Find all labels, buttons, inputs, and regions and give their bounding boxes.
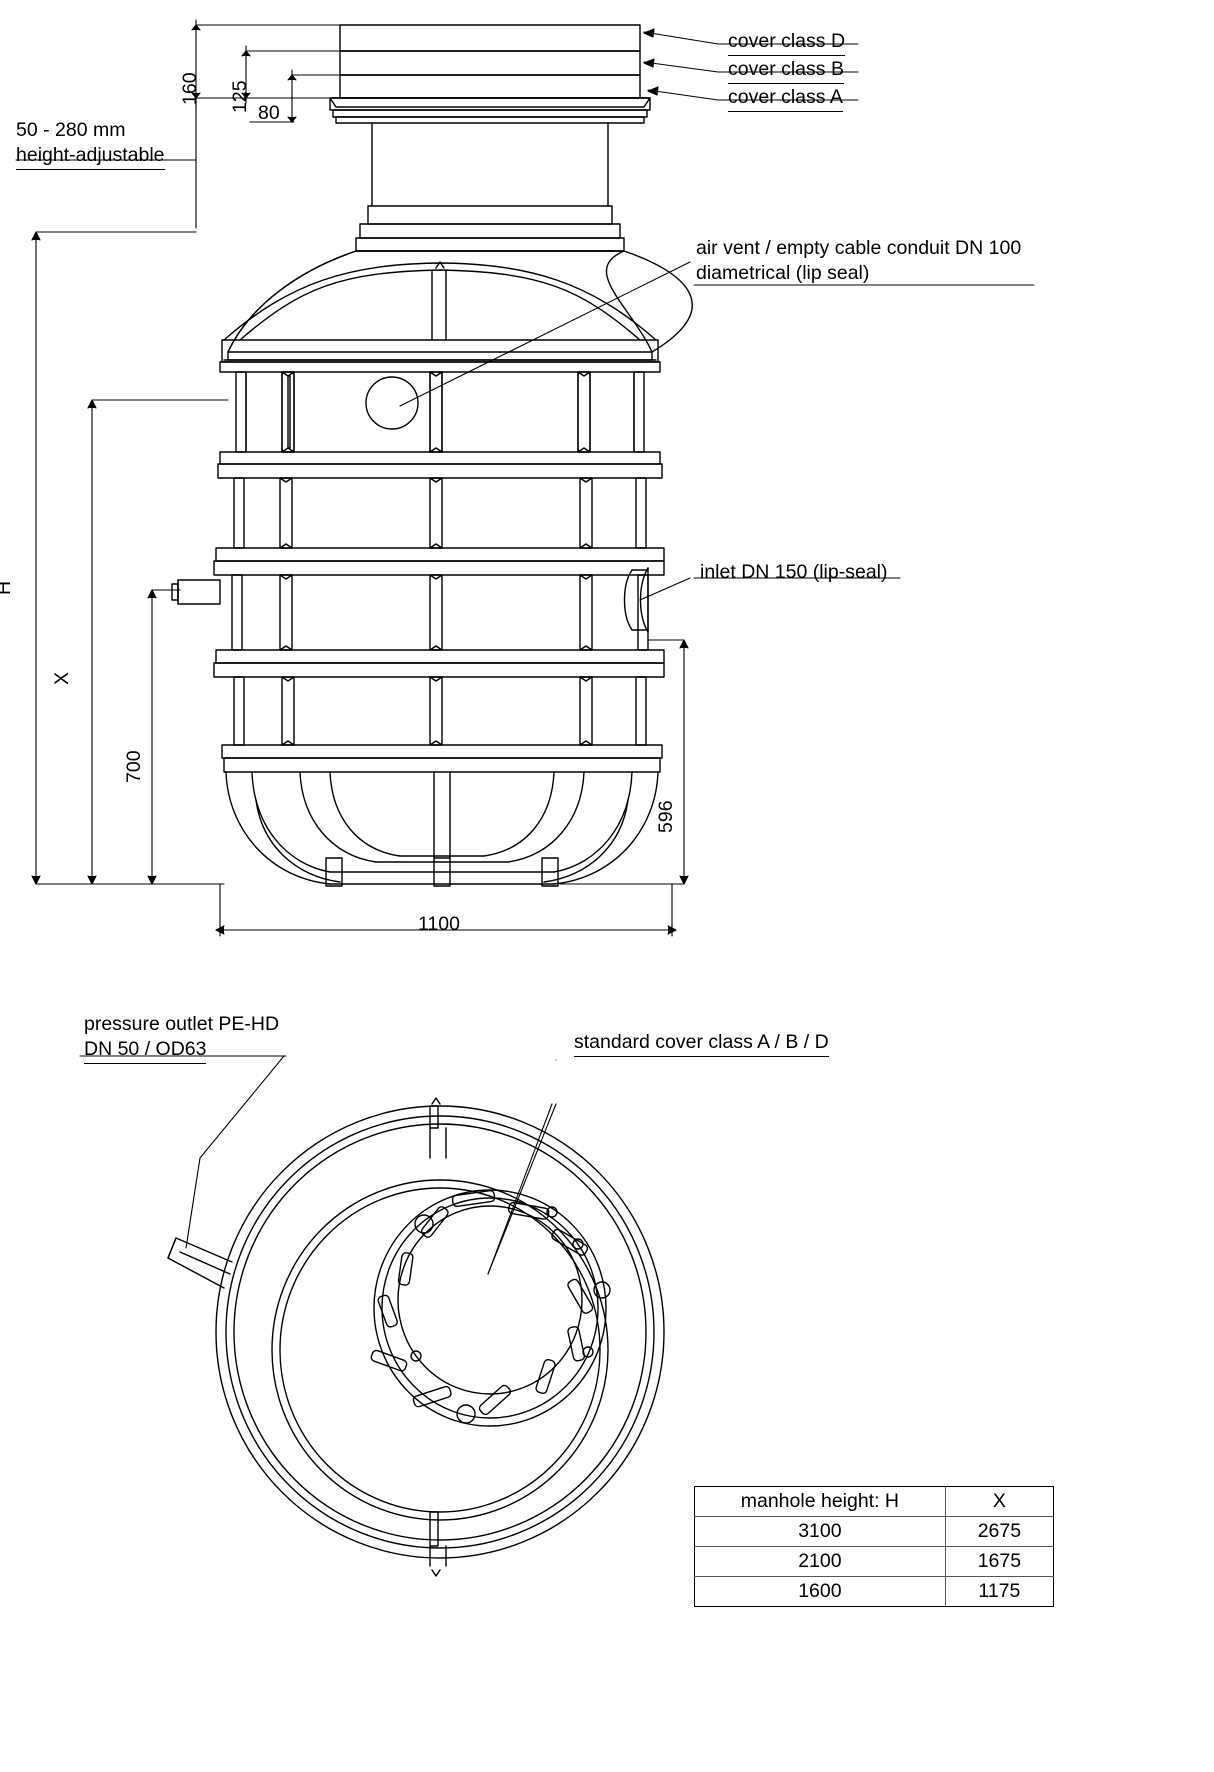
header-manhole-height: manhole height: H bbox=[694, 1486, 946, 1517]
callout-air-vent-line2: diametrical (lip seal) bbox=[696, 262, 870, 284]
callout-standard-cover: standard cover class A / B / D bbox=[574, 1030, 829, 1057]
pressure-outlet-nozzle-geometry bbox=[171, 579, 221, 605]
table-row: 3100 2675 bbox=[694, 1516, 1055, 1547]
riser-shaft-geometry bbox=[355, 122, 625, 252]
callout-air-vent-line1: air vent / empty cable conduit DN 100 bbox=[696, 237, 1022, 259]
table-header-row: manhole height: H X bbox=[694, 1486, 1055, 1517]
dimension-160: 160 bbox=[179, 72, 201, 105]
table-row: 1600 1175 bbox=[694, 1576, 1055, 1607]
header-x: X bbox=[944, 1486, 1055, 1517]
cell-x-0: 2675 bbox=[944, 1516, 1055, 1547]
centre-rib-geometry bbox=[431, 261, 447, 341]
cell-x-2: 1175 bbox=[944, 1576, 1055, 1607]
dimension-1100: 1100 bbox=[418, 913, 460, 935]
dimension-X: X bbox=[51, 671, 73, 685]
cell-h-1: 2100 bbox=[694, 1546, 946, 1577]
dimension-80: 80 bbox=[258, 102, 280, 124]
callout-leaders-elevation bbox=[399, 28, 1035, 601]
callout-pressure-outlet-line2: DN 50 / OD63 bbox=[84, 1037, 207, 1064]
table-row: 2100 1675 bbox=[694, 1546, 1055, 1577]
note-height-adjustable-line2: height-adjustable bbox=[16, 143, 165, 170]
dimension-125: 125 bbox=[229, 80, 251, 113]
callout-pressure-outlet-line1: pressure outlet PE-HD bbox=[84, 1013, 280, 1035]
cell-h-2: 1600 bbox=[694, 1576, 946, 1607]
spec-table: manhole height: H X 3100 2675 2100 1675 … bbox=[694, 1486, 1055, 1607]
sump-base-geometry bbox=[225, 771, 659, 887]
callout-cover-class-a: cover class A bbox=[728, 85, 843, 112]
cell-x-1: 1675 bbox=[944, 1546, 1055, 1577]
dimension-lines-elevation bbox=[15, 19, 689, 937]
tank-panel-frames bbox=[231, 371, 649, 746]
dimension-700: 700 bbox=[123, 750, 145, 783]
callout-inlet: inlet DN 150 (lip-seal) bbox=[700, 561, 888, 583]
air-vent-opening bbox=[365, 376, 419, 430]
cover-stack-geometry bbox=[329, 24, 651, 124]
note-height-adjustable-line1: 50 - 280 mm bbox=[16, 119, 126, 141]
plan-view-geometry bbox=[167, 1097, 665, 1577]
callout-cover-class-b: cover class B bbox=[728, 57, 844, 84]
inlet-nozzle-geometry bbox=[623, 567, 649, 633]
tank-dome-geometry bbox=[223, 250, 693, 361]
cover-tread-slots bbox=[370, 1189, 611, 1424]
cell-h-0: 3100 bbox=[694, 1516, 946, 1547]
callout-cover-class-d: cover class D bbox=[728, 29, 846, 56]
dimension-596: 596 bbox=[655, 800, 677, 833]
dimension-H: H bbox=[0, 581, 16, 595]
callout-leaders-plan bbox=[79, 1055, 557, 1275]
